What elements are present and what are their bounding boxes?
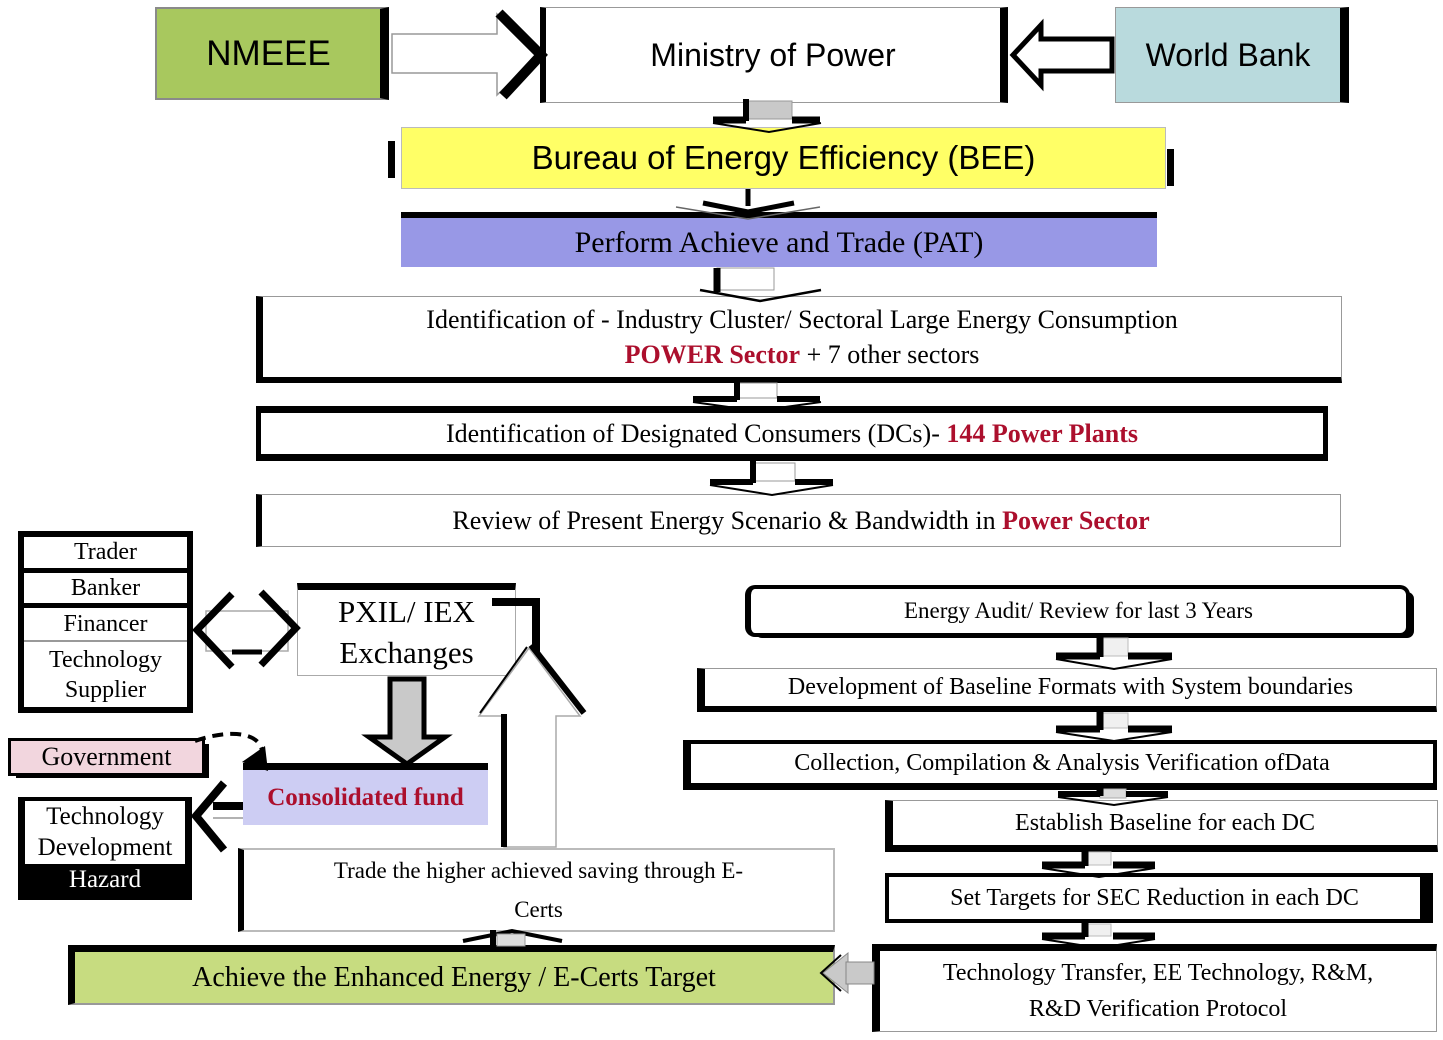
node-world-bank: World Bank xyxy=(1115,7,1349,103)
node-designated-consumers: Identification of Designated Consumers (… xyxy=(256,406,1328,461)
ministry-label: Ministry of Power xyxy=(650,36,896,73)
technology-transfer-line1: Technology Transfer, EE Technology, R&M, xyxy=(942,960,1374,986)
node-government: Government xyxy=(8,738,205,776)
trade-line1: Trade the higher achieved saving through… xyxy=(333,857,744,883)
arrow-nmeee-to-ministry-icon xyxy=(391,9,548,100)
techdev-line1: Technology xyxy=(46,803,164,830)
node-identification-sectors: Identification of - Industry Cluster/ Se… xyxy=(256,296,1342,383)
exchanges-line1: PXIL/ IEX xyxy=(338,594,475,630)
exchanges-line2: Exchanges xyxy=(339,634,474,670)
stakeholder-banker: Banker xyxy=(24,568,187,603)
node-review-energy-scenario: Review of Present Energy Scenario & Band… xyxy=(256,494,1341,547)
achieve-label: Achieve the Enhanced Energy / E-Certs Ta… xyxy=(192,961,716,993)
node-ministry-of-power: Ministry of Power xyxy=(540,7,1008,103)
review-text: Review of Present Energy Scenario & Band… xyxy=(452,505,1003,535)
nmeee-label: NMEEE xyxy=(206,33,331,73)
identification-line1: Identification of - Industry Cluster/ Se… xyxy=(426,304,1178,334)
world-bank-label: World Bank xyxy=(1145,36,1311,73)
node-perform-achieve-trade: Perform Achieve and Trade (PAT) xyxy=(401,212,1157,267)
technology-development-text: Technology Development xyxy=(25,801,185,864)
identification-line2: POWER Sector + 7 other sectors xyxy=(625,337,980,372)
review-line: Review of Present Energy Scenario & Band… xyxy=(452,505,1149,536)
dcs-144-power-plants: 144 Power Plants xyxy=(946,418,1138,448)
stakeholder-financer: Financer xyxy=(24,603,187,640)
pat-label: Perform Achieve and Trade (PAT) xyxy=(574,225,984,259)
bee-left-tick-mark xyxy=(388,141,395,178)
consolidated-fund-label: Consolidated fund xyxy=(267,783,464,811)
node-establish-baseline: Establish Baseline for each DC xyxy=(885,800,1438,852)
node-set-targets: Set Targets for SEC Reduction in each DC xyxy=(885,873,1433,923)
review-power-sector: Power Sector xyxy=(1002,505,1150,535)
arrow-worldbank-to-ministry-icon xyxy=(1009,18,1115,92)
node-stakeholder-list: Trader Banker Financer Technology Suppli… xyxy=(18,531,193,713)
trade-line2: Certs xyxy=(514,897,563,922)
technology-transfer-line2: R&D Verification Protocol xyxy=(1028,996,1288,1022)
dcs-line: Identification of Designated Consumers (… xyxy=(446,418,1138,449)
node-data-collection: Collection, Compilation & Analysis Verif… xyxy=(683,740,1437,790)
energy-audit-label: Energy Audit/ Review for last 3 Years xyxy=(903,598,1253,624)
identification-power-sector: POWER Sector xyxy=(624,340,801,369)
node-consolidated-fund: Consolidated fund xyxy=(243,763,488,825)
arrow-audit-to-formats-icon xyxy=(1055,636,1173,671)
government-label: Government xyxy=(41,742,172,772)
hazard-label: Hazard xyxy=(25,863,185,896)
arrow-fund-to-techdev-icon xyxy=(190,780,243,853)
dcs-text: Identification of Designated Consumers (… xyxy=(445,418,947,448)
node-technology-development-hazard: Technology Development Hazard xyxy=(18,797,192,900)
set-targets-label: Set Targets for SEC Reduction in each DC xyxy=(950,884,1359,911)
techdev-line2: Development xyxy=(37,834,173,862)
arrow-pxil-to-fund-icon xyxy=(361,676,453,768)
stakeholder-technology-supplier: Technology Supplier xyxy=(24,640,187,707)
node-pxil-iex-exchanges: PXIL/ IEX Exchanges xyxy=(297,583,516,676)
node-technology-transfer: Technology Transfer, EE Technology, R&M,… xyxy=(872,944,1437,1032)
node-energy-audit: Energy Audit/ Review for last 3 Years xyxy=(745,585,1410,637)
identification-suffix: + 7 other sectors xyxy=(800,340,980,369)
node-trade-ecerts: Trade the higher achieved saving through… xyxy=(238,848,835,932)
node-achieve-ecerts-target: Achieve the Enhanced Energy / E-Certs Ta… xyxy=(68,945,835,1005)
establish-baseline-label: Establish Baseline for each DC xyxy=(1015,809,1315,836)
data-collection-label: Collection, Compilation & Analysis Verif… xyxy=(794,750,1330,777)
stakeholder-trader: Trader xyxy=(73,539,138,566)
baseline-formats-label: Development of Baseline Formats with Sys… xyxy=(787,674,1354,701)
node-baseline-formats: Development of Baseline Formats with Sys… xyxy=(697,668,1437,712)
arrow-stakeholders-pxil-double-icon xyxy=(192,589,301,670)
bee-right-tick-mark xyxy=(1167,149,1174,186)
arrow-dcs-to-review-icon xyxy=(709,461,834,497)
arrow-formats-to-collection-icon xyxy=(1055,712,1173,743)
node-nmeee: NMEEE xyxy=(155,7,389,100)
bee-label: Bureau of Energy Efficiency (BEE) xyxy=(531,139,1036,177)
node-bureau-of-energy-efficiency: Bureau of Energy Efficiency (BEE) xyxy=(401,127,1166,189)
